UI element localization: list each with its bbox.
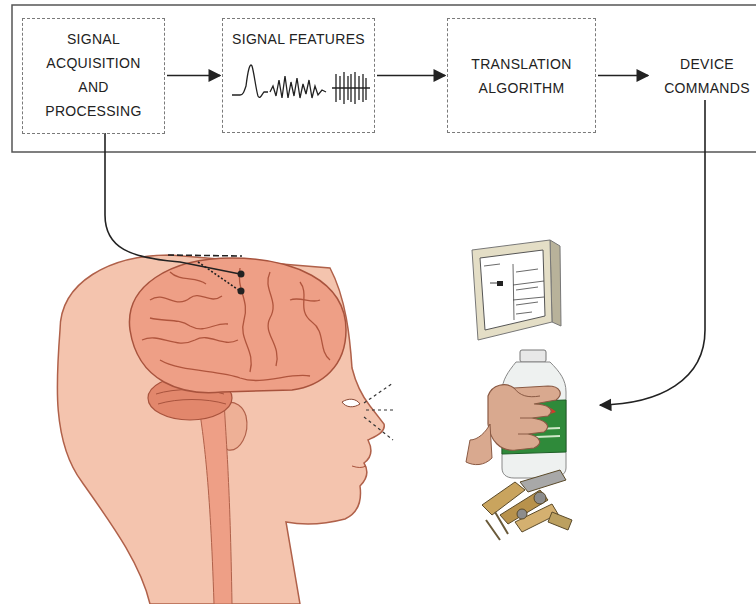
electrode (238, 271, 245, 278)
box-label: SIGNAL ACQUISITION AND PROCESSING (38, 27, 150, 123)
monitor-illustration-part-part (513, 297, 544, 300)
robotic-hand-illustration-part (517, 509, 527, 519)
box-label: DEVICE COMMANDS (655, 52, 756, 100)
electrode-wire-part (198, 262, 240, 291)
signal-waveforms-part (270, 76, 326, 98)
command-arrow (600, 100, 705, 405)
gaze-lines-part (364, 383, 393, 403)
brain-gyri-part (150, 318, 228, 329)
brain-gyri (142, 268, 330, 381)
robotic-hand-illustration-part (534, 492, 546, 504)
monitor-illustration-part-part (484, 264, 500, 266)
monitor-illustration-part (472, 240, 552, 340)
monitor-illustration-part-part (513, 281, 544, 285)
brain-gyri-part (170, 272, 206, 284)
signal-waveforms-part (232, 65, 268, 97)
hand-illustration-part (488, 385, 560, 450)
box-label: TRANSLATION ALGORITHM (454, 52, 589, 100)
brain-gyri-part (239, 268, 251, 372)
hand-illustration-part (466, 424, 492, 465)
gaze-lines-part (366, 409, 396, 410)
eye (342, 399, 360, 407)
electrode (238, 288, 245, 295)
brain-gyri-part (150, 296, 222, 302)
bottle-illustration-part (520, 350, 546, 362)
monitor-illustration-part (497, 281, 503, 286)
brain-gyri-part (160, 360, 310, 381)
robotic-hand-illustration-part (548, 512, 572, 530)
algorithm-box: TRANSLATION ALGORITHM (447, 18, 596, 133)
monitor-illustration-part (480, 250, 545, 330)
monitor-illustration-part-part (513, 264, 514, 320)
robotic-hand-illustration-part (486, 512, 508, 540)
features-box: SIGNAL FEATURES (222, 18, 375, 133)
monitor-illustration-part (484, 264, 544, 320)
spinal-cord (198, 400, 232, 604)
mouth (352, 466, 366, 468)
brain-gyri-part (290, 299, 320, 301)
gaze-lines (364, 383, 396, 440)
hand-illustration-part (514, 388, 540, 434)
robotic-hand-illustration-part (520, 470, 566, 492)
monitor-illustration (472, 240, 561, 340)
gaze-lines-part (364, 417, 393, 440)
flow-arrow (598, 75, 648, 77)
brain-gyri-part (142, 338, 238, 343)
signal-waveforms-part (336, 72, 366, 104)
head-illustration (57, 255, 396, 604)
brain-gyri-part (268, 272, 277, 366)
monitor-illustration-part (490, 283, 497, 284)
brain (129, 258, 346, 393)
process-box: SIGNAL ACQUISITION AND PROCESSING (22, 18, 165, 134)
electrode-wire (105, 133, 242, 291)
electrode-wire-part (105, 133, 240, 274)
monitor-illustration-part-part (516, 269, 538, 314)
hand-illustration (466, 385, 560, 465)
signal-waveforms (232, 65, 370, 104)
flow-arrow (377, 75, 445, 77)
box-label: SIGNAL FEATURES (232, 27, 365, 51)
flow-arrow (167, 75, 220, 77)
head-outline (57, 255, 384, 604)
brain-gyri-part (300, 282, 330, 360)
electrode-wire-part (168, 255, 242, 256)
top-panel (12, 5, 756, 152)
robotic-hand-illustration (482, 470, 572, 540)
output-label-box: DEVICE COMMANDS (650, 48, 756, 104)
